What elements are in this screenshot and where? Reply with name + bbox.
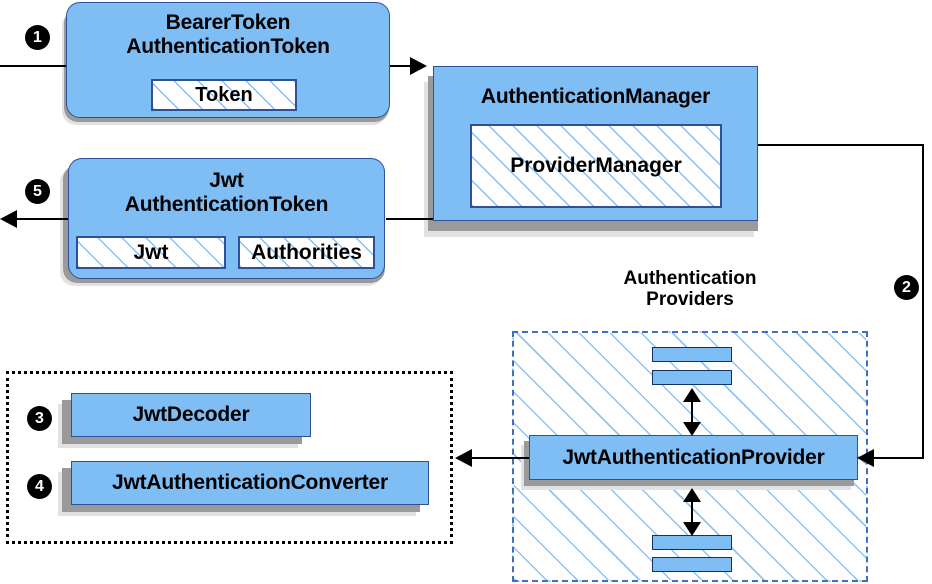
connector-manager-to-jwt-token	[386, 218, 434, 220]
connector-manager-down	[922, 144, 924, 459]
connector-provider-to-support	[470, 457, 530, 459]
bearer-token-inner-token-label: Token	[195, 83, 253, 106]
arrow-provider-lower-up-icon	[683, 488, 701, 502]
jwt-token-title-line2: AuthenticationToken	[124, 192, 329, 216]
step-bullet-4-label: 4	[35, 477, 44, 495]
connector-response-out	[10, 218, 72, 220]
jwt-token-inner-jwt-box[interactable]: Jwt	[76, 236, 226, 269]
arrow-provider-lower-down-icon	[683, 522, 701, 536]
provider-bar-top-2	[652, 370, 732, 385]
jwt-authentication-provider-node[interactable]: JwtAuthenticationProvider	[529, 435, 858, 480]
authentication-manager-title: AuthenticationManager	[480, 85, 711, 108]
connector-request-in	[0, 65, 70, 67]
arrow-provider-up-icon	[683, 388, 701, 402]
authentication-manager-inner-provider-manager-box[interactable]: ProviderManager	[470, 124, 722, 208]
provider-bar-top-1	[652, 347, 732, 362]
step-bullet-5: 5	[25, 179, 50, 204]
step-bullet-2: 2	[894, 275, 919, 300]
arrow-provider-to-support-icon	[455, 449, 472, 467]
jwt-token-inner-authorities-box[interactable]: Authorities	[238, 236, 375, 269]
connector-bearer-to-manager	[388, 65, 424, 67]
step-bullet-1-label: 1	[33, 28, 42, 46]
jwt-authentication-provider-title: JwtAuthenticationProvider	[562, 445, 825, 469]
step-bullet-5-label: 5	[33, 182, 42, 200]
arrow-provider-down-icon	[683, 422, 701, 436]
connector-provider-up-double	[691, 392, 693, 434]
step-bullet-3: 3	[27, 406, 52, 431]
step-bullet-2-label: 2	[902, 278, 911, 296]
bearer-token-authentication-token-node[interactable]: BearerToken AuthenticationToken	[66, 2, 390, 118]
jwt-token-title: Jwt AuthenticationToken	[124, 169, 329, 216]
authentication-providers-caption-line1: Authentication	[623, 268, 757, 289]
step-bullet-4: 4	[27, 474, 52, 499]
jwt-support-group	[6, 371, 453, 544]
bearer-token-inner-token-box[interactable]: Token	[151, 79, 297, 111]
provider-manager-label: ProviderManager	[510, 154, 682, 177]
jwt-authentication-converter-node[interactable]: JwtAuthenticationConverter	[71, 461, 429, 505]
step-bullet-1: 1	[25, 25, 50, 50]
authentication-providers-caption-line2: Providers	[646, 289, 734, 311]
jwt-token-inner-jwt-label: Jwt	[133, 240, 169, 264]
jwt-authentication-converter-title: JwtAuthenticationConverter	[112, 471, 388, 495]
jwt-token-title-line1: Jwt	[209, 169, 244, 192]
bearer-token-title-line1: BearerToken	[165, 11, 291, 34]
arrow-bearer-to-manager-icon	[410, 57, 427, 75]
arrow-into-provider-icon	[857, 449, 874, 467]
jwt-token-inner-authorities-label: Authorities	[251, 240, 362, 264]
jwt-decoder-title: JwtDecoder	[132, 403, 250, 427]
provider-bar-bottom-1	[652, 535, 732, 550]
connector-provider-down-double	[691, 492, 693, 534]
connector-into-provider	[872, 457, 924, 459]
arrow-response-out-icon	[0, 210, 17, 228]
jwt-decoder-node[interactable]: JwtDecoder	[71, 393, 311, 437]
step-bullet-3-label: 3	[35, 409, 44, 427]
provider-bar-bottom-2	[652, 557, 732, 572]
bearer-token-title-line2: AuthenticationToken	[126, 34, 330, 58]
authentication-providers-caption: Authentication Providers	[512, 268, 868, 311]
connector-manager-out	[758, 144, 924, 146]
bearer-token-title: BearerToken AuthenticationToken	[126, 11, 330, 58]
